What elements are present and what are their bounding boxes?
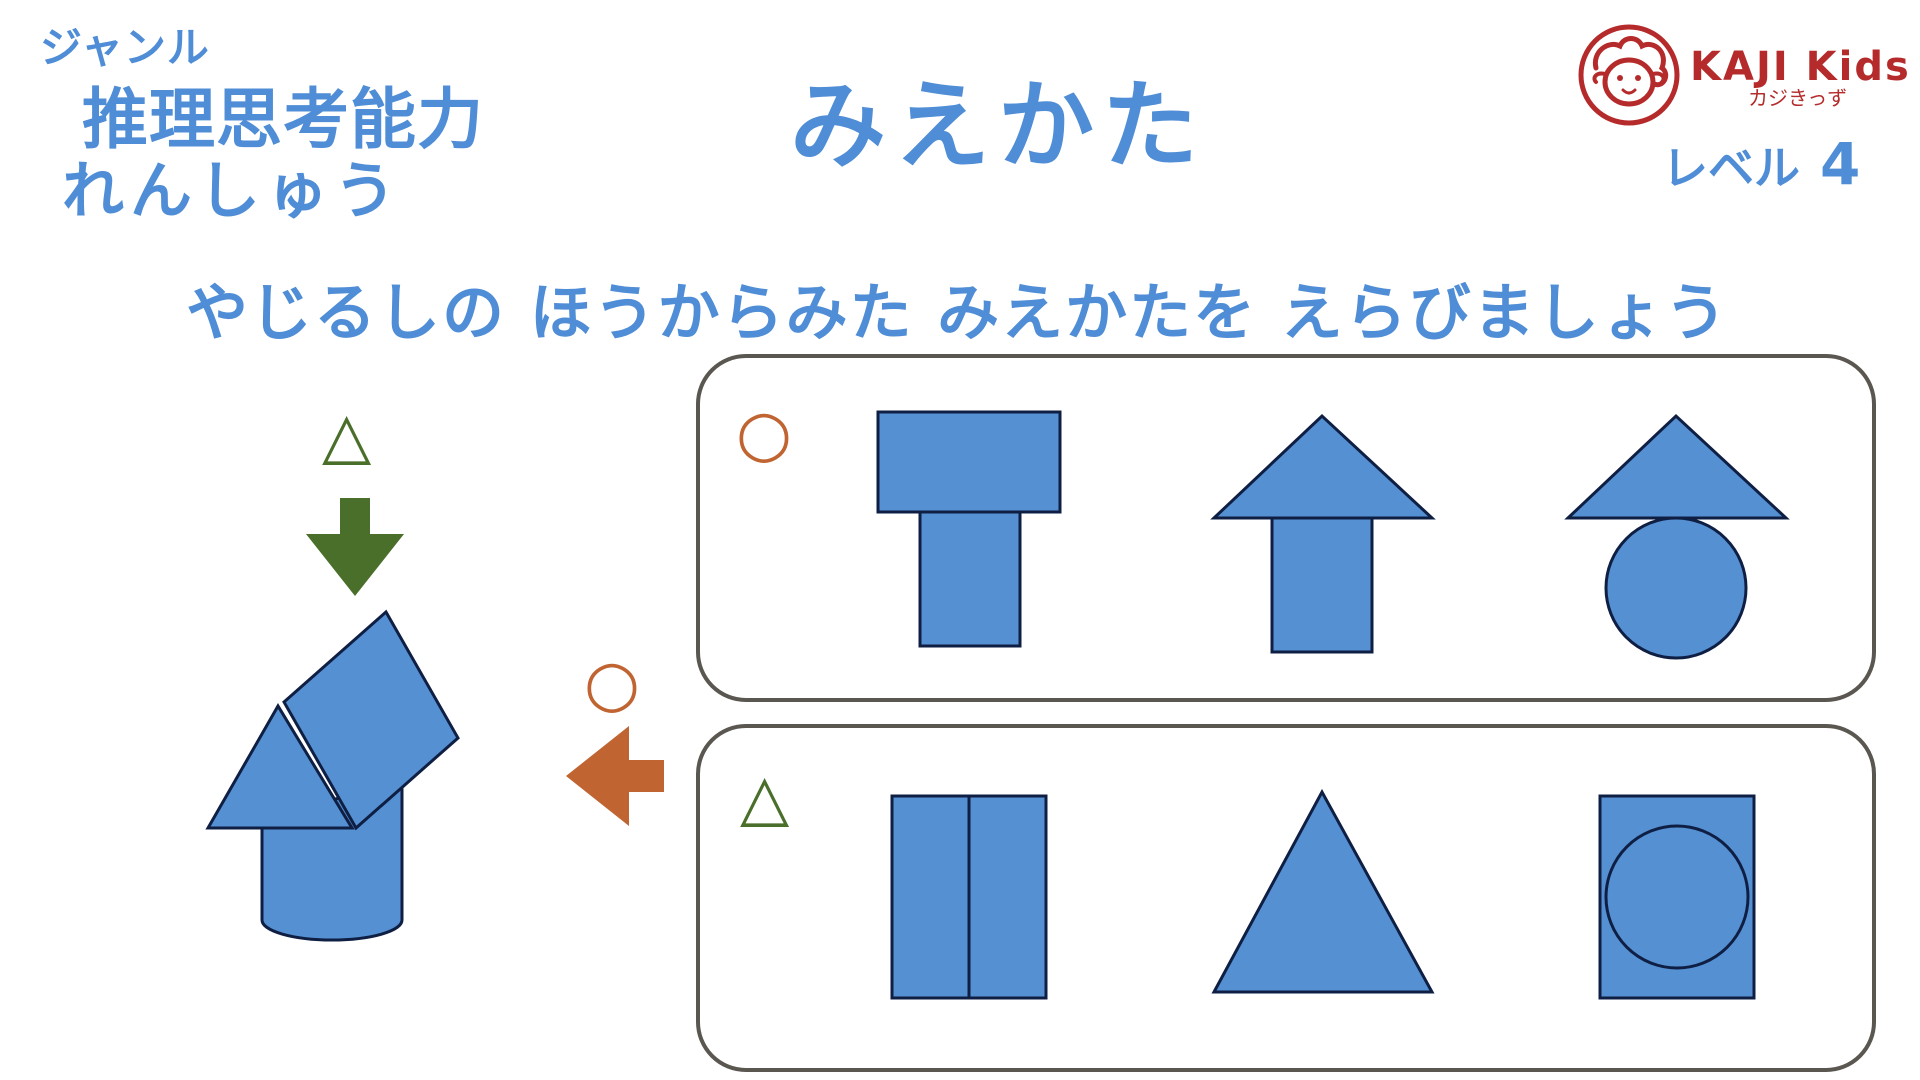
answer-panel-1 [696,354,1876,702]
option-t-shape[interactable] [876,410,1062,648]
option-split-rectangle-shape[interactable] [890,794,1048,1000]
genre-name: 推理思考能力 [82,81,484,158]
practice-label: れんしゅう [62,154,403,227]
arrow-left-icon [566,726,664,826]
brand-name: KAJI Kids [1690,44,1911,90]
tilted-square-shape [282,609,460,831]
instruction-text: やじるしの ほうからみた みえかたを えらびましょう [186,276,1729,349]
option-square-circle-shape[interactable] [1598,794,1756,1000]
answer-row-1-mark: ○ [736,397,792,471]
genre-label: ジャンル [40,23,210,72]
top-view-mark: △ [322,399,372,473]
level-indicator: レベル 4 [1662,130,1860,198]
level-number: 4 [1820,130,1861,198]
triangle-shape [205,703,355,830]
option-triangle-shape[interactable] [1211,788,1435,994]
page-title: みえかた [790,70,1206,182]
arrow-down-icon [306,498,404,596]
side-view-mark: ○ [584,647,640,721]
answer-panel-2 [696,724,1876,1072]
brand-subtitle: カジきっず [1748,86,1848,110]
level-label: レベル [1662,141,1800,195]
sheep-face-logo-icon [1578,24,1680,126]
option-house-shape[interactable] [1210,413,1436,654]
option-triangle-circle-shape[interactable] [1564,413,1790,660]
answer-row-2-mark: △ [740,761,790,835]
